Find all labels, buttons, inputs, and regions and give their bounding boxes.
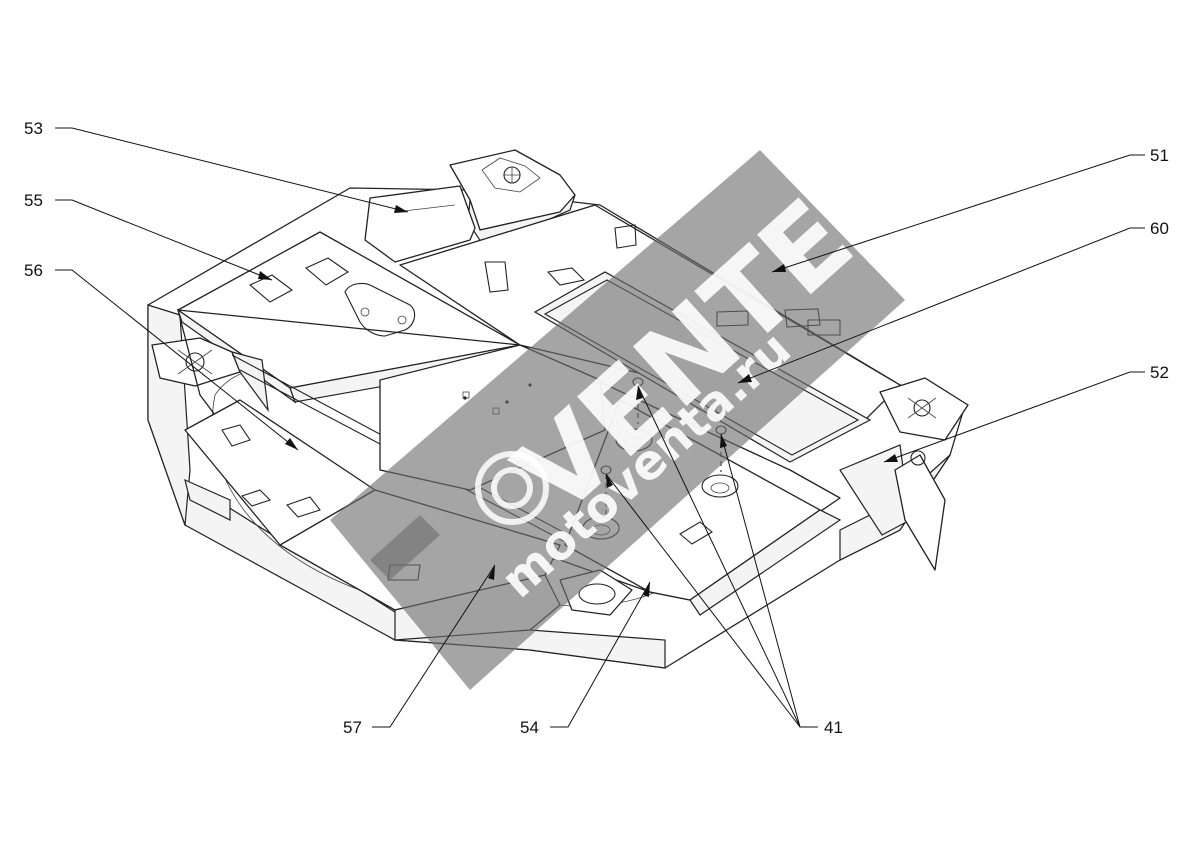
callout-52: 52 bbox=[1150, 363, 1169, 382]
rear-mount-bracket bbox=[364, 149, 576, 263]
callout-labels: 53 55 56 51 60 52 57 54 41 bbox=[24, 119, 1169, 737]
callout-60: 60 bbox=[1150, 219, 1169, 238]
leader-lines bbox=[55, 127, 1145, 728]
callout-51: 51 bbox=[1150, 146, 1169, 165]
watermark-logo-ring bbox=[475, 451, 549, 525]
watermark-band bbox=[330, 150, 905, 690]
callout-56: 56 bbox=[24, 261, 43, 280]
left-pivot-bracket bbox=[151, 337, 269, 413]
callout-41: 41 bbox=[824, 718, 843, 737]
callout-54: 54 bbox=[520, 718, 539, 737]
callout-57: 57 bbox=[343, 718, 362, 737]
callout-53: 53 bbox=[24, 119, 43, 138]
callout-55: 55 bbox=[24, 191, 43, 210]
right-pivot-bracket bbox=[839, 377, 969, 571]
